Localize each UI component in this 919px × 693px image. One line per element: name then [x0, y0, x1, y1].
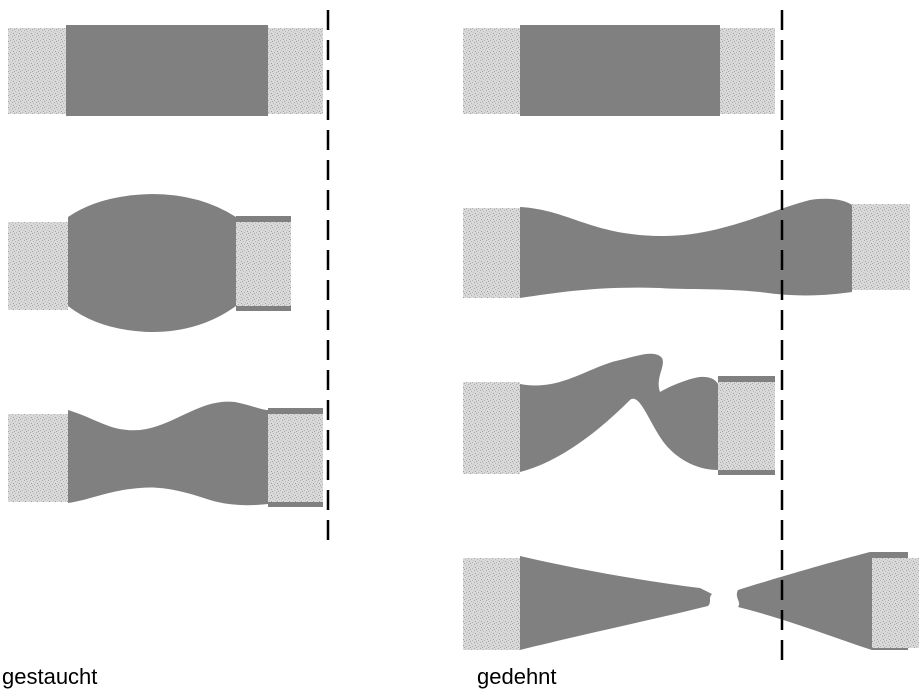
stretched-stage-kinked [463, 353, 775, 475]
compressed-stage-buckled [8, 401, 323, 507]
specimen-body [520, 198, 852, 298]
caption-stretched: gedehnt [477, 664, 557, 689]
specimen-fragment-right [736, 552, 908, 650]
clamp-right [852, 204, 910, 290]
clamp-right [268, 414, 323, 502]
clamp-left [8, 222, 68, 310]
clamp-left [463, 558, 520, 650]
stretched-stage-fractured [463, 552, 919, 650]
specimen-body [520, 25, 720, 116]
clamp-right [872, 558, 919, 648]
clamp-left [463, 382, 520, 474]
caption-compressed: gestaucht [2, 664, 98, 689]
clamp-edge [718, 470, 775, 475]
specimen-body [520, 353, 718, 472]
specimen-body [68, 194, 236, 332]
clamp-right [718, 382, 775, 470]
stretched-column [463, 10, 919, 665]
clamp-left [8, 414, 68, 502]
clamp-edge [268, 408, 323, 414]
clamp-left [8, 28, 66, 114]
clamp-edge [236, 216, 291, 222]
compressed-column [8, 10, 330, 540]
clamp-right [236, 222, 291, 310]
clamp-edge [236, 306, 291, 311]
specimen-body [66, 25, 268, 116]
specimen-fragment-left [520, 556, 712, 650]
compressed-stage-bulged [8, 194, 291, 332]
stretched-stage-necked [463, 198, 910, 298]
clamp-edge [268, 502, 323, 507]
clamp-edge [718, 376, 775, 382]
specimen-body [68, 401, 268, 506]
clamp-left [463, 208, 520, 298]
compressed-stage-undeformed [8, 25, 323, 116]
clamp-left [463, 28, 520, 114]
clamp-right [720, 28, 775, 114]
clamp-right [268, 28, 323, 114]
stretched-stage-undeformed [463, 25, 775, 116]
